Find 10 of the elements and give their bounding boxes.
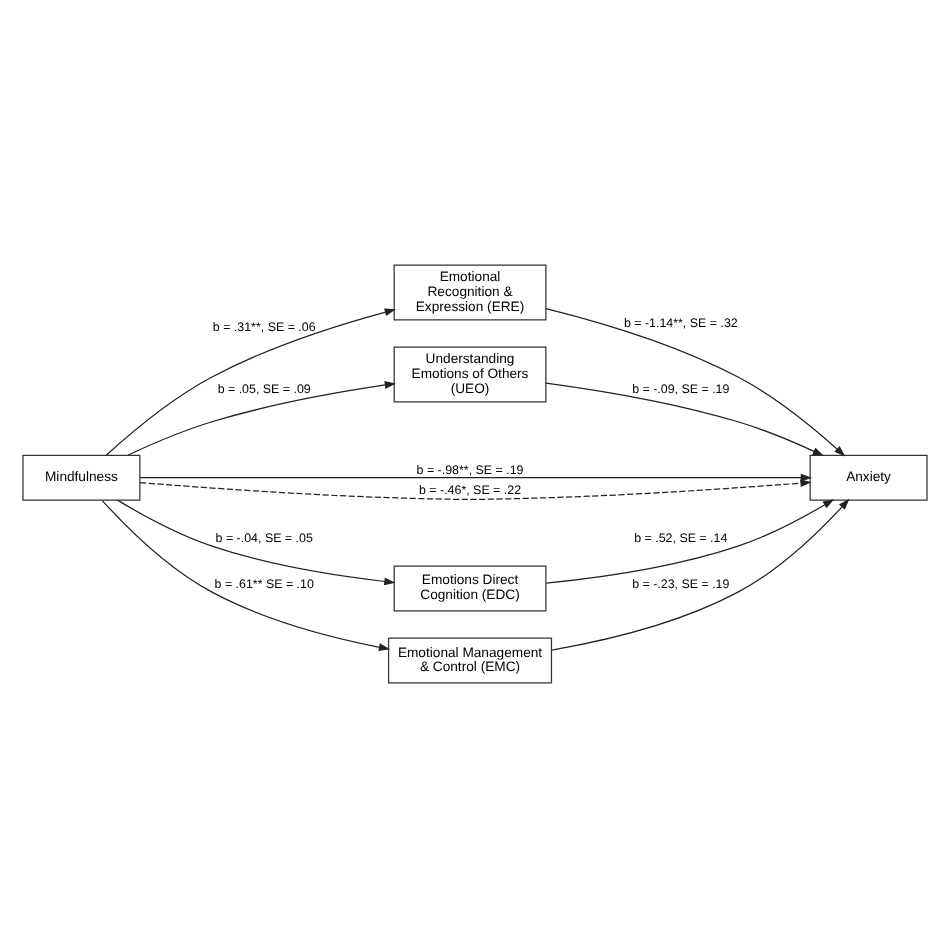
arrow	[138, 479, 811, 500]
arrow	[115, 499, 395, 586]
arrow	[544, 307, 845, 457]
arrow	[550, 498, 849, 651]
arrow	[126, 381, 395, 456]
arrow	[138, 473, 811, 482]
arrow	[104, 308, 395, 456]
arrow	[544, 499, 834, 584]
arrow	[100, 499, 390, 652]
arrow	[544, 382, 823, 456]
